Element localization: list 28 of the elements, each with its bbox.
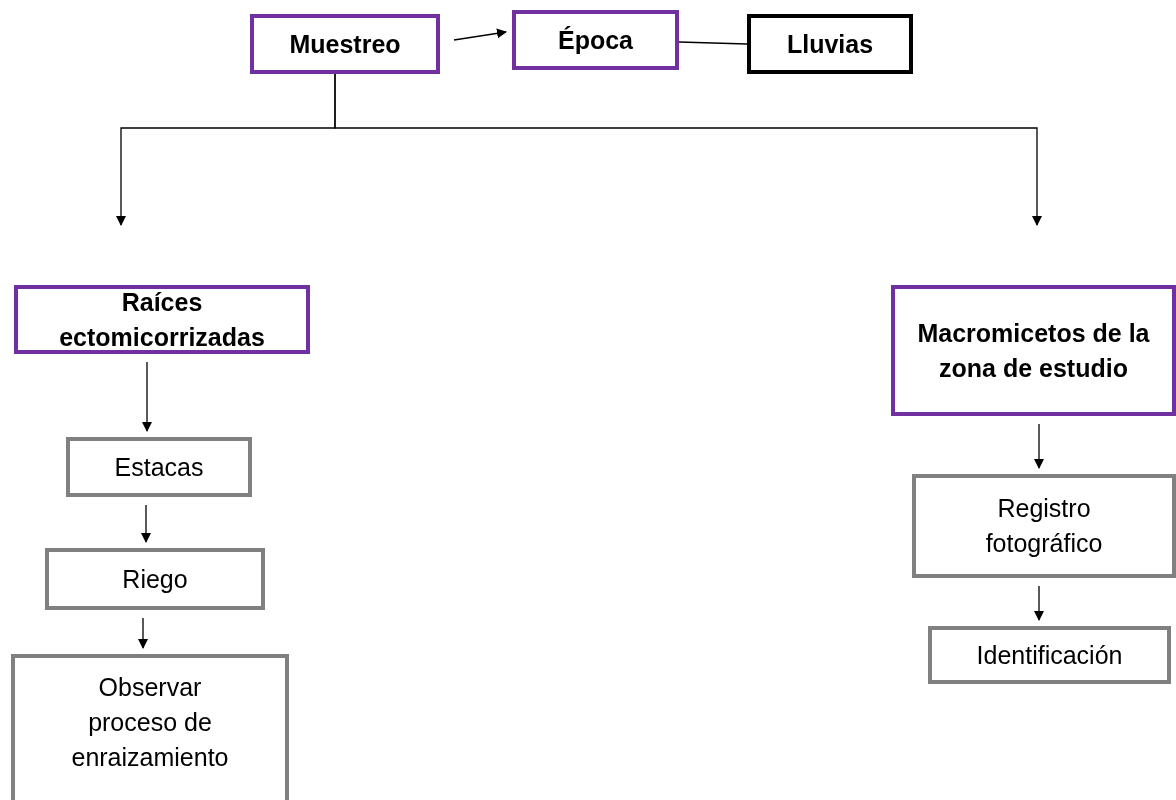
process-box [512, 10, 679, 70]
step-box [928, 626, 1171, 684]
connector-line [678, 41, 748, 45]
arrow [453, 28, 507, 41]
arrow [334, 73, 1042, 226]
node-text: Muestreo [289, 28, 401, 60]
step-box [11, 654, 289, 800]
node-text: Época [558, 24, 633, 56]
node-text: Registro fotográfico [984, 493, 1104, 559]
step-box [66, 437, 252, 497]
process-box [14, 285, 310, 354]
arrow [1034, 585, 1044, 621]
arrow [138, 617, 148, 649]
arrow [142, 361, 152, 432]
process-box [891, 285, 1176, 416]
arrow [1034, 423, 1044, 469]
node-text: Estacas [114, 451, 204, 483]
node-text: Raíces ectomicorrizadas [58, 286, 266, 353]
process-box [250, 14, 440, 74]
step-box [45, 548, 265, 610]
node-text: Riego [122, 563, 188, 595]
process-box [747, 14, 913, 74]
node-text: Observar proceso de enraizamiento [70, 672, 230, 773]
node-text: Lluvias [786, 28, 874, 60]
step-box [912, 474, 1176, 578]
node-text: Macromicetos de la zona de estudio [916, 317, 1151, 384]
node-text: Identificación [976, 639, 1123, 671]
arrow [141, 504, 151, 543]
